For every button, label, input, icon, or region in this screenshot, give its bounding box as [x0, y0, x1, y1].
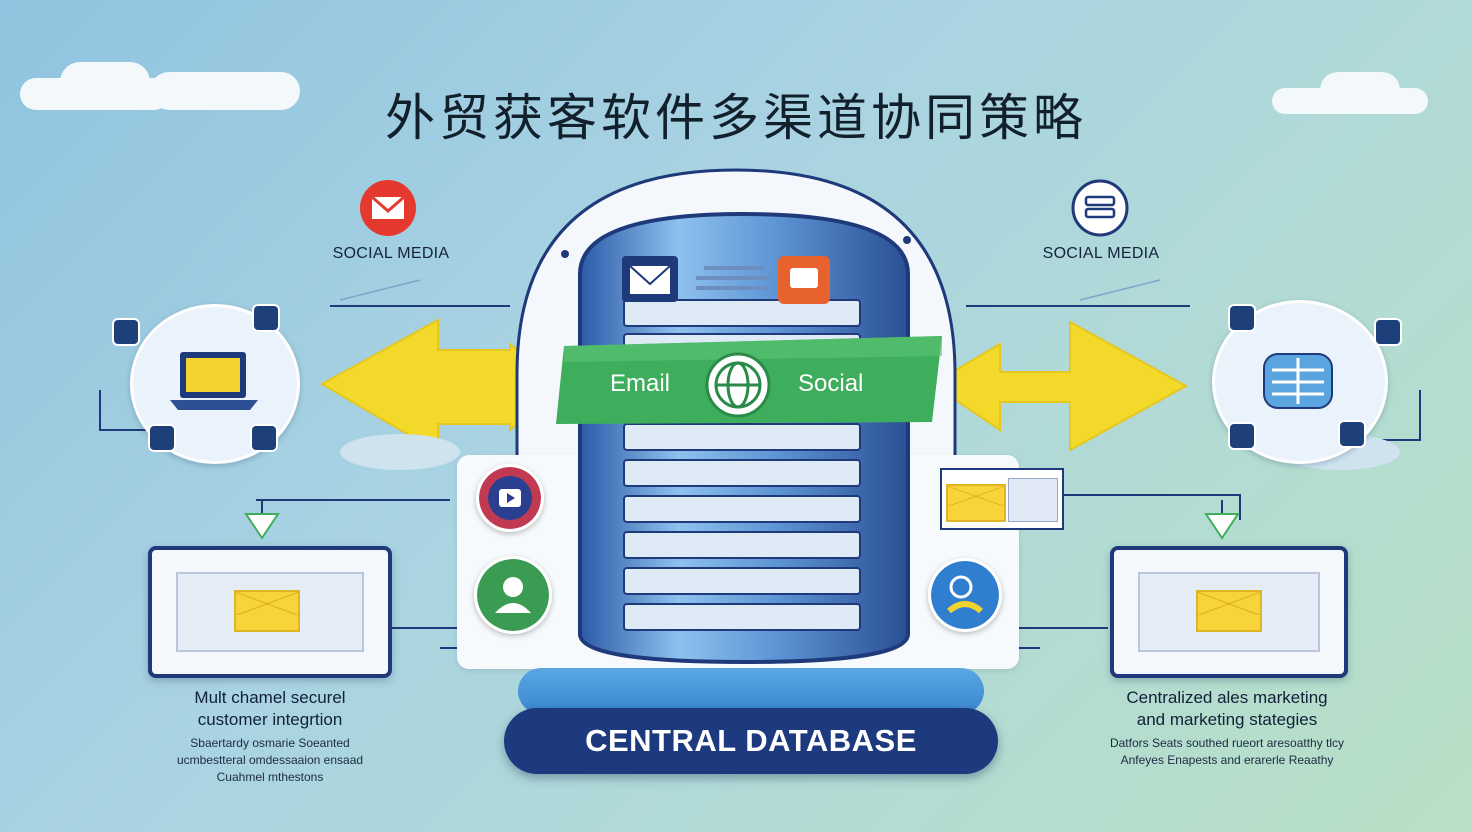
server-icon — [1263, 353, 1333, 409]
down-marker-icon — [244, 513, 280, 540]
server-cylinder — [578, 211, 910, 665]
user-icon — [1228, 422, 1256, 450]
user-icon — [148, 424, 176, 452]
server-icon — [1071, 179, 1129, 237]
down-marker-icon — [1204, 513, 1240, 540]
envelope-icon — [234, 590, 300, 632]
cloud — [150, 72, 300, 110]
right-desc-heading-2: and marketing stategies — [1136, 710, 1318, 729]
user-icon — [474, 556, 552, 634]
video-icon — [476, 464, 544, 532]
right-desc-sub-2: Anfeyes Enapests and erarerle Reaathy — [1120, 753, 1334, 767]
cloud — [1320, 72, 1400, 108]
user-icon — [1338, 420, 1366, 448]
page-title: 外贸获客软件多渠道协同策略 — [385, 89, 1087, 147]
banner-social-label: Social — [798, 370, 864, 397]
left-desc-sub-2: ucmbestteral omdessaaion ensaad — [176, 753, 364, 767]
email-icon — [360, 180, 416, 236]
left-desc-heading-1: Mult chamel securel — [194, 688, 346, 707]
envelope-icon — [1196, 590, 1262, 632]
right-desc-heading-1: Centralized ales marketing — [1126, 688, 1328, 707]
banner-email-label: Email — [610, 370, 671, 397]
left-desc-sub-3: Cuahmel mthestons — [216, 770, 324, 784]
device-icon — [252, 304, 280, 332]
cloud — [60, 62, 150, 102]
device-icon — [112, 318, 140, 346]
user-icon — [250, 424, 278, 452]
left-desc-sub-1: Sbaertardy osmarie Soeanted — [190, 736, 350, 750]
laptop-icon — [170, 352, 258, 410]
bidirectional-arrow — [930, 320, 1189, 452]
left-desc-heading-2: customer integrtion — [197, 710, 343, 729]
right-channel-label: SOCIAL MEDIA — [1042, 245, 1160, 262]
globe-icon — [705, 352, 771, 418]
right-desc-sub-1: Datfors Seats southed rueort aresoatthy … — [1109, 736, 1345, 750]
database-label: CENTRAL DATABASE — [585, 723, 917, 758]
email-panel-screen — [1008, 478, 1058, 522]
device-icon — [1374, 318, 1402, 346]
database-base-top — [518, 668, 984, 714]
database-base — [504, 708, 998, 774]
envelope-icon — [946, 484, 1006, 522]
left-channel-label: SOCIAL MEDIA — [332, 245, 450, 262]
chat-icon — [928, 558, 1002, 632]
device-icon — [1228, 304, 1256, 332]
